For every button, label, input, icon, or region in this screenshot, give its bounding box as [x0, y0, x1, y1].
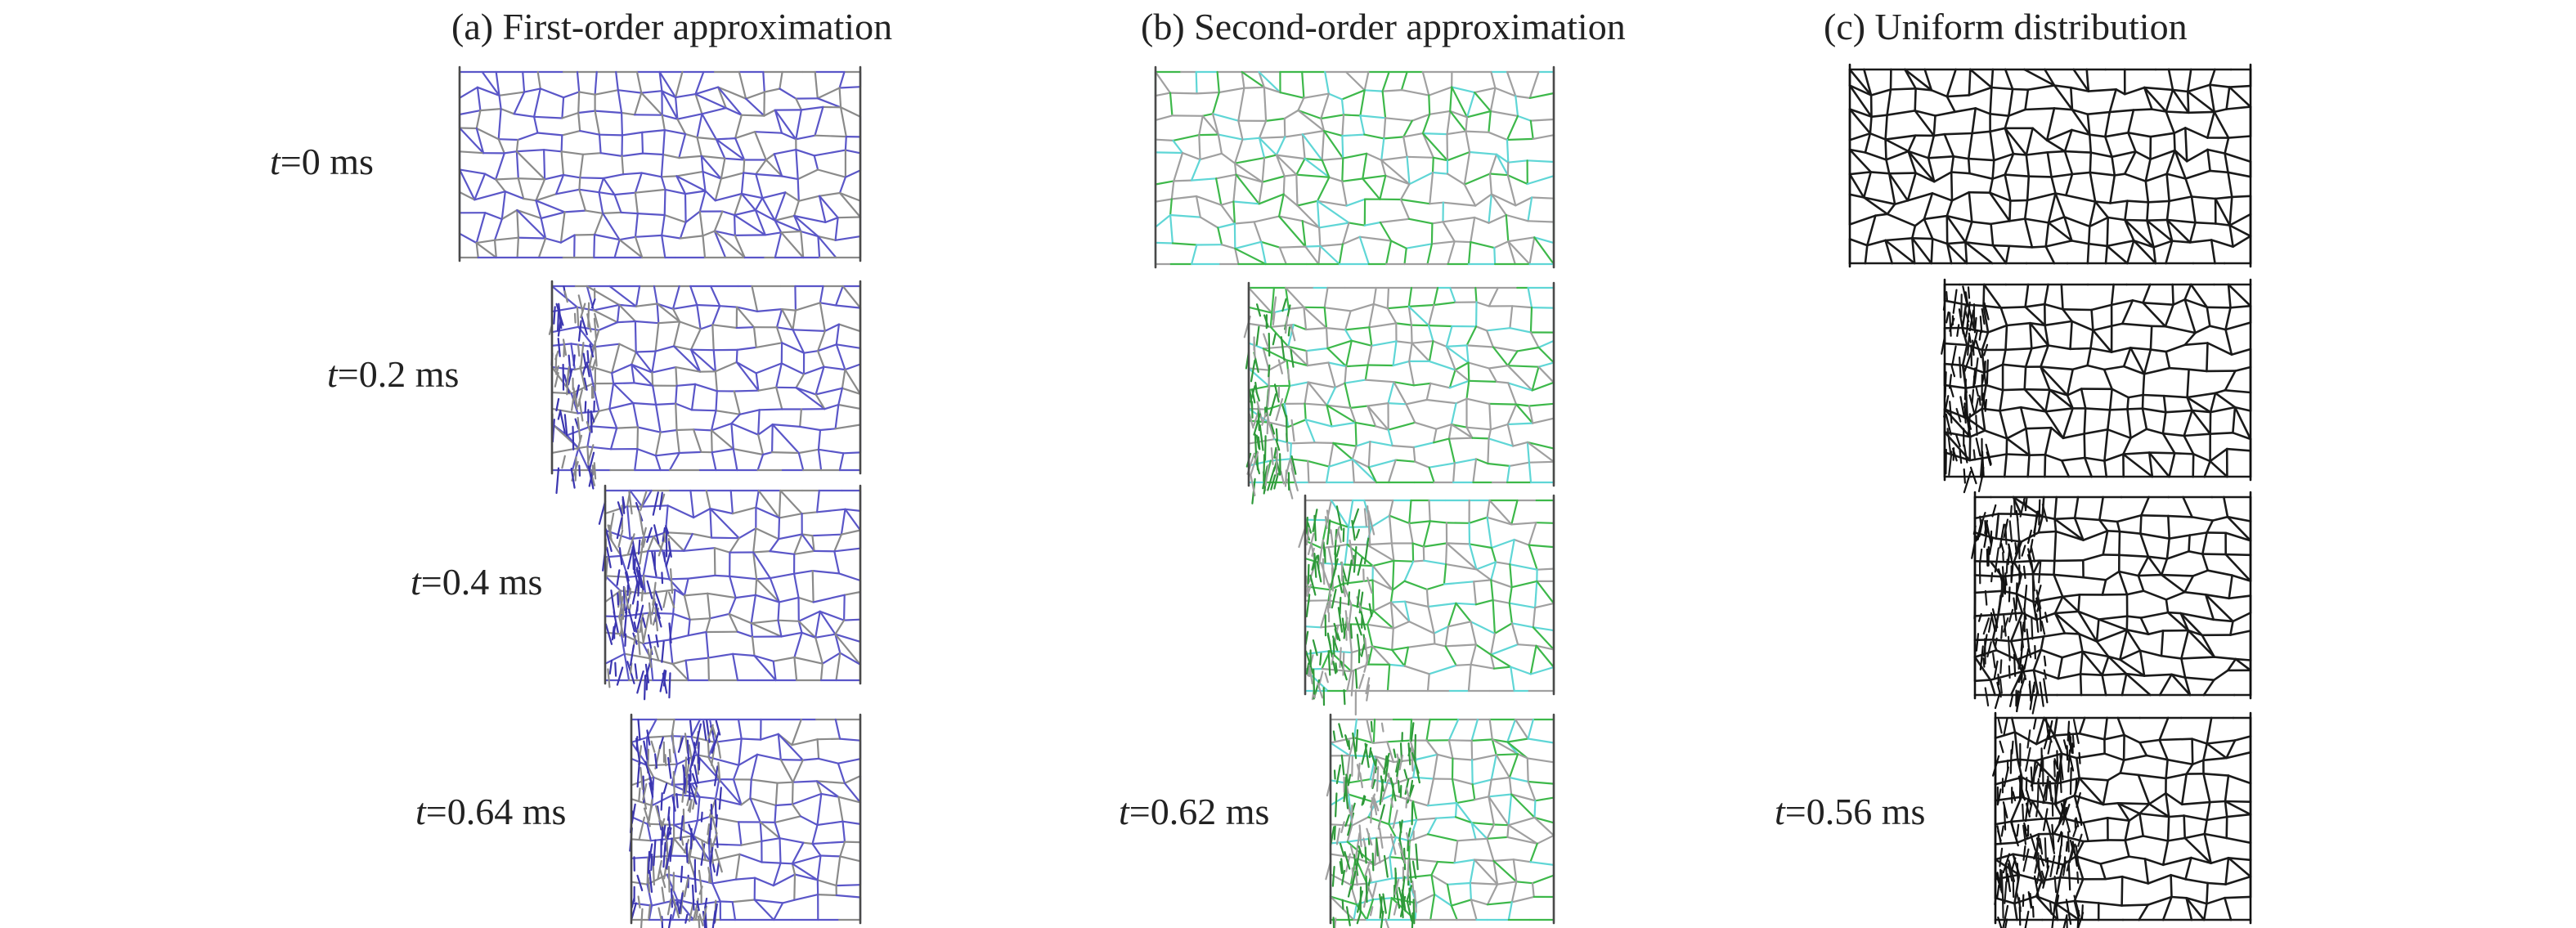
time-label-a-2: t=0.4 ms: [411, 561, 542, 603]
time-var: t: [415, 791, 427, 832]
mesh-snapshot-a-2: [598, 484, 862, 701]
mesh-snapshot-a-0: [458, 65, 862, 262]
time-label-a-0: t=0 ms: [270, 141, 374, 182]
mesh-snapshot-b-0: [1154, 65, 1555, 269]
time-value: =0.2 ms: [338, 353, 460, 395]
time-label-b-3: t=0.62 ms: [1119, 791, 1269, 832]
mesh-snapshot-a-3: [629, 713, 862, 928]
time-label-a-1: t=0.2 ms: [327, 353, 459, 395]
time-value: =0.64 ms: [426, 791, 567, 832]
time-label-a-3: t=0.64 ms: [415, 791, 566, 832]
mesh-snapshot-c-3: [1992, 711, 2252, 928]
panel-b-title: (b) Second-order approximation: [1141, 6, 1626, 47]
time-value: =0 ms: [280, 141, 374, 182]
time-var: t: [270, 141, 281, 182]
time-label-c-3: t=0.56 ms: [1775, 791, 1925, 832]
panel-c-title: (c) Uniform distribution: [1824, 6, 2188, 47]
mesh-snapshot-b-3: [1325, 713, 1555, 928]
time-value: =0.62 ms: [1129, 791, 1270, 832]
time-var: t: [1775, 791, 1786, 832]
time-var: t: [1119, 791, 1130, 832]
mesh-snapshot-a-1: [548, 280, 862, 495]
panel-a-title: (a) First-order approximation: [451, 6, 892, 47]
mesh-snapshot-c-0: [1848, 63, 2252, 268]
time-value: =0.56 ms: [1785, 791, 1926, 832]
time-var: t: [411, 561, 422, 603]
mesh-snapshot-b-2: [1298, 494, 1555, 716]
mesh-snapshot-b-1: [1243, 281, 1555, 504]
mesh-snapshot-c-2: [1971, 491, 2252, 715]
time-var: t: [327, 353, 339, 395]
time-value: =0.4 ms: [421, 561, 543, 603]
mesh-snapshot-c-1: [1941, 278, 2252, 494]
